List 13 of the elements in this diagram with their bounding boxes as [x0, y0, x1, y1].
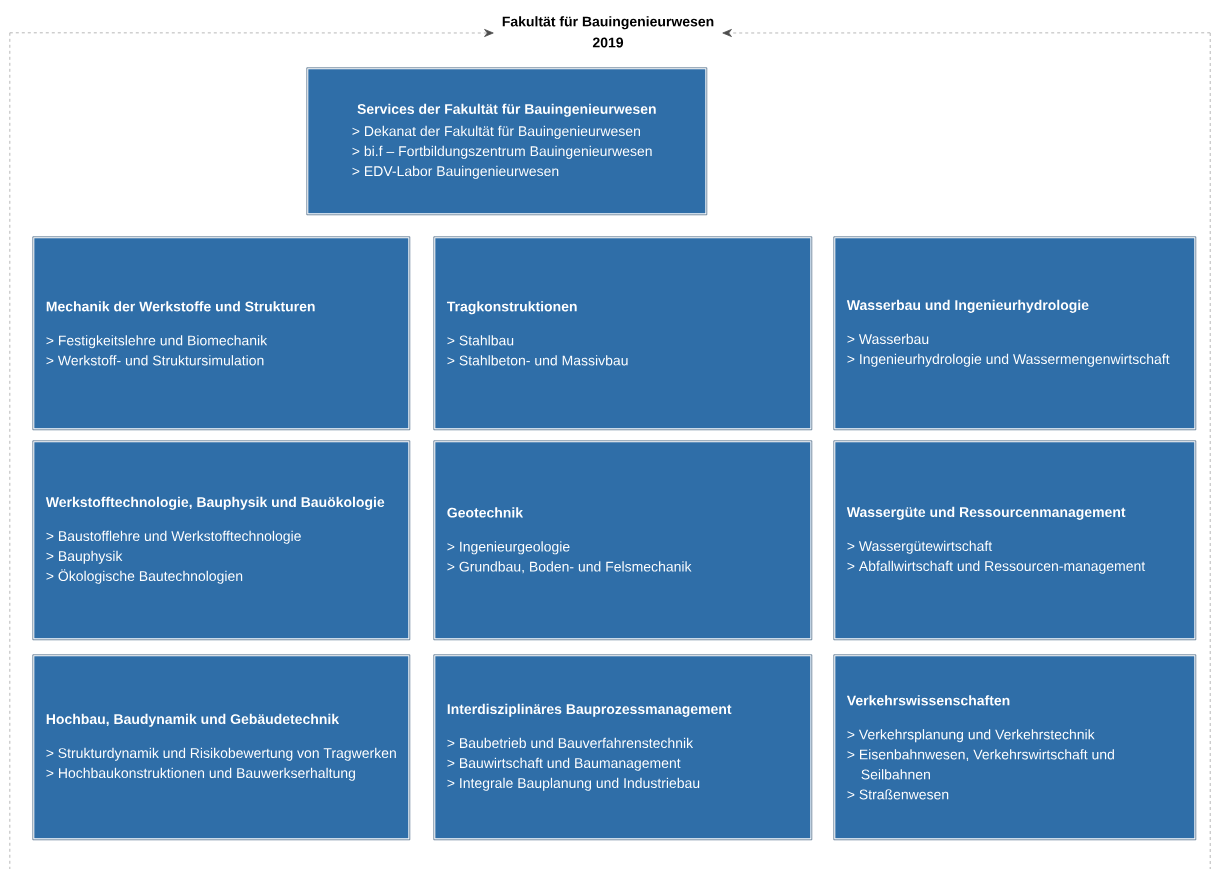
- arrow: [722, 29, 1211, 37]
- institute-box: Wassergüte und Ressourcenmanagement > Wassergütewirtschaft > Abfallwirtschaft und Ressourcen-management: [832, 439, 1198, 642]
- institute-box: Tragkonstruktionen > Stahlbau > Stahlbeton- und Massivbau: [432, 235, 814, 432]
- institute-box: Interdisziplinäres Bauprozessmanagement > Baubetrieb und Bauverfahrenstechnik > Bauwirtschaft und Baumanagement > Integrale Bauplanung und Industriebau: [432, 653, 814, 842]
- service-box: Services der Fakultät für Bauingenieurwesen > Dekanat der Fakultät für Bauingenieurwesen > bi.f – Fortbildungszentrum Bauingenieurwesen > EDV-Labor Bauingenieurwesen: [305, 66, 709, 217]
- institute-box: Hochbau, Baudynamik und Gebäudetechnik > Strukturdynamik und Risikobewertung von Tragwerken > Hochbaukonstruktionen und Bauwerkserhaltung: [31, 653, 412, 842]
- institute-box: Werkstofftechnologie, Bauphysik und Bauökologie > Baustofflehre und Werkstofftechnologie > Bauphysik > Ökologische Bautechnologien: [31, 439, 412, 642]
- institute-box: Mechanik der Werkstoffe und Strukturen > Festigkeitslehre und Biomechanik > Werkstoff- und Struktursimulation: [31, 235, 412, 432]
- arrow: [9, 29, 494, 37]
- title-text: Fakultät für Bauingenieurwesen 2019: [502, 16, 714, 48]
- institute-box: Verkehrswissenschaften > Verkehrsplanung und Verkehrstechnik > Eisenbahnwesen, Verkehrswirtschaft und Seilbahnen > Straßenwesen: [832, 653, 1198, 842]
- institute-box: Wasserbau und Ingenieurhydrologie > Wasserbau > Ingenieurhydrologie und Wassermengenwirtschaft: [832, 235, 1198, 432]
- institute-box: Geotechnik > Ingenieurgeologie > Grundbau, Boden- und Felsmechanik: [432, 439, 814, 642]
